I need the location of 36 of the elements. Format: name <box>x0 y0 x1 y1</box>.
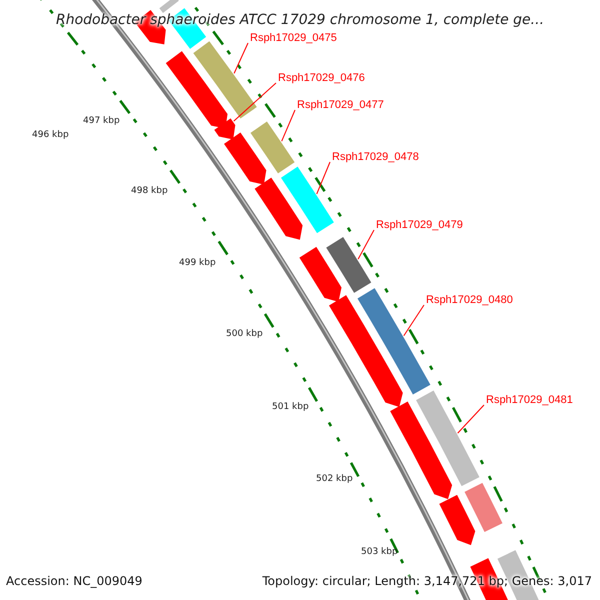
gene-block <box>299 246 342 302</box>
leader-line <box>457 404 484 434</box>
gene-band <box>281 166 334 234</box>
gene-block <box>439 494 476 546</box>
gene-band <box>326 236 372 293</box>
gene-label: Rsph17029_0478 <box>332 151 419 163</box>
gene-block <box>166 51 228 129</box>
gene-block <box>254 178 303 240</box>
gene-block <box>224 132 266 185</box>
gene-label: Rsph17029_0480 <box>426 294 513 306</box>
gene-band <box>464 482 502 532</box>
scale-label: 499 kbp <box>179 258 216 268</box>
leader-line <box>316 162 330 194</box>
gene-label: Rsph17029_0477 <box>297 99 384 111</box>
gene-band <box>416 390 480 486</box>
scale-label: 497 kbp <box>83 116 120 126</box>
scale-label: 503 kbp <box>361 547 398 557</box>
gene-block <box>390 402 452 500</box>
scale-label: 502 kbp <box>316 474 353 484</box>
accession-text: Accession: NC_009049 <box>6 574 142 588</box>
leader-line <box>281 110 296 142</box>
scale-label: 496 kbp <box>32 130 69 140</box>
gene-label: Rsph17029_0479 <box>376 219 463 231</box>
gene-band <box>250 122 295 174</box>
gene-label: Rsph17029_0475 <box>250 32 337 44</box>
leader-line <box>403 304 424 336</box>
gene-block <box>214 118 236 140</box>
gene-block <box>329 295 403 407</box>
leader-line <box>358 230 374 260</box>
gene-label: Rsph17029_0481 <box>486 394 573 406</box>
gene-label: Rsph17029_0476 <box>278 72 365 84</box>
scale-label: 498 kbp <box>131 186 168 196</box>
leader-line <box>234 42 248 74</box>
scale-label: 501 kbp <box>272 402 309 412</box>
scale-label: 500 kbp <box>226 329 263 339</box>
gene-band <box>159 0 179 13</box>
